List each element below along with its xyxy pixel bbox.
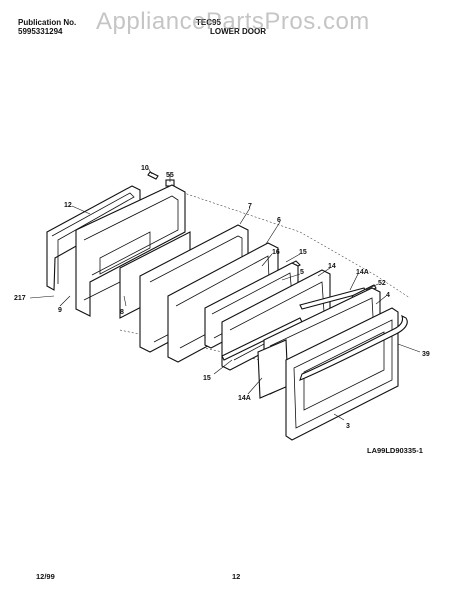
callout-9: 9 — [58, 307, 62, 314]
callout-14A-upper: 14A — [356, 269, 369, 276]
page-number: 12 — [232, 572, 241, 581]
callout-12: 12 — [64, 202, 72, 209]
leader-lines — [29, 167, 421, 421]
callout-10: 10 — [141, 165, 149, 172]
callout-7: 7 — [248, 203, 252, 210]
footer-date: 12/99 — [36, 572, 55, 581]
callout-6: 6 — [277, 217, 281, 224]
part-39-door-handle — [299, 314, 408, 381]
publication-number: 5995331294 — [18, 27, 63, 36]
watermark: AppliancePartsPros.com — [96, 8, 370, 35]
part-10-screw — [147, 171, 159, 180]
callout-14: 14 — [328, 263, 336, 270]
diagram-code: LA99LD90335-1 — [367, 446, 423, 455]
callout-14A-lower: 14A — [238, 395, 251, 402]
callout-39: 39 — [422, 351, 430, 358]
callout-52: 52 — [378, 280, 386, 287]
callout-5: 5 — [300, 269, 304, 276]
assembly-guide-line — [174, 189, 411, 299]
callout-8: 8 — [120, 309, 124, 316]
callout-3: 3 — [346, 423, 350, 430]
callout-16: 16 — [272, 249, 280, 256]
callout-4: 4 — [386, 292, 390, 299]
part-inner-door-liner — [75, 184, 186, 317]
section-title: LOWER DOOR — [210, 27, 266, 36]
callout-15-upper: 15 — [299, 249, 307, 256]
model-number: TEC95 — [196, 18, 221, 27]
callout-217: 217 — [14, 295, 26, 302]
publication-label: Publication No. — [18, 18, 77, 27]
callout-55: 55 — [166, 172, 174, 179]
callout-15-lower: 15 — [203, 375, 211, 382]
